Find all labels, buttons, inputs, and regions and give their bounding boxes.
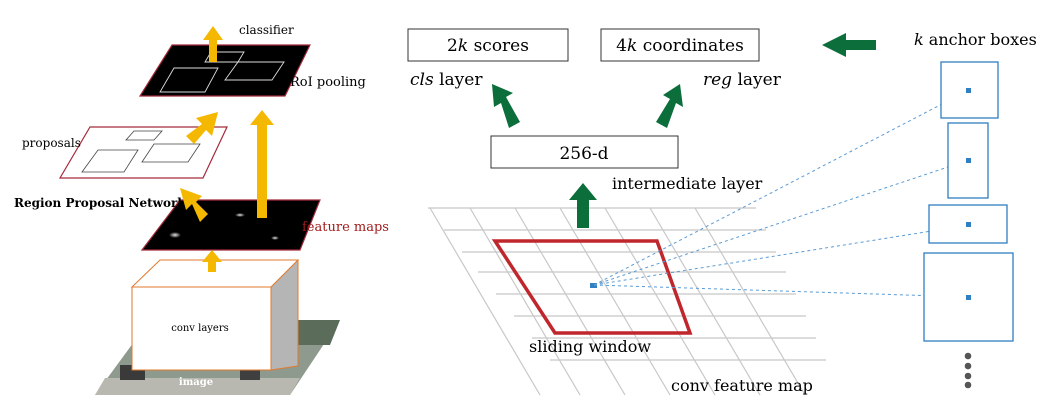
more-anchors-ellipsis [964,352,972,389]
sliding-window-center [590,283,597,288]
arrow-roi-to-classifier [203,26,223,62]
anchor-projection-lines [593,89,970,298]
feature-maps-label: feature maps [302,220,389,235]
reg-layer-label: reg layer [703,70,782,90]
anchor-boxes-label: k anchor boxes [914,30,1037,49]
proposals-label: proposals [22,136,81,150]
intermediate-box-label: 256-d [559,144,608,164]
intermediate-layer-label: intermediate layer [612,174,763,193]
sliding-window [491,239,693,335]
conv-layers-label: conv layers [171,323,229,334]
arrow-image-to-features [202,250,222,272]
conv-layers-box: conv layers [130,259,300,371]
anchor-centers [966,88,971,300]
image-label: image [179,377,213,388]
feature-maps-layer: feature maps [140,199,389,251]
coordinates-box [600,28,760,62]
conv-feature-map-label: conv feature map [671,376,813,395]
green-arrows [492,33,876,228]
classifier-label: classifier [239,23,294,37]
scores-label: 2k scores [447,36,529,56]
arrow-anchors-to-coords [822,33,876,57]
roi-pooling-layer: RoI pooling [138,44,366,97]
arrow-features-to-roi [250,110,274,218]
anchor-box-2 [947,122,989,199]
arrow-proposals-to-roi [186,112,218,144]
arrow-sliding-to-intermediate [569,183,597,228]
proposals-layer: proposals [22,126,228,179]
arrow-features-to-proposals [180,188,208,222]
scores-box [407,28,569,62]
orange-arrows [180,26,274,272]
conv-feature-map-grid [428,207,826,396]
cls-layer-label: cls layer [410,70,483,90]
rpn-label: Region Proposal Network [14,196,186,210]
arrow-intermediate-to-reg [656,84,683,128]
coordinates-label: 4k coordinates [616,36,744,56]
left-panel: image conv layers feature maps proposals [14,23,389,395]
right-panel: 256-d intermediate layer 2k scores 4k co… [407,28,1037,396]
arrow-intermediate-to-cls [492,84,520,128]
roi-pooling-label: RoI pooling [290,75,366,90]
intermediate-layer-box [490,135,679,169]
sliding-window-label: sliding window [529,337,651,356]
